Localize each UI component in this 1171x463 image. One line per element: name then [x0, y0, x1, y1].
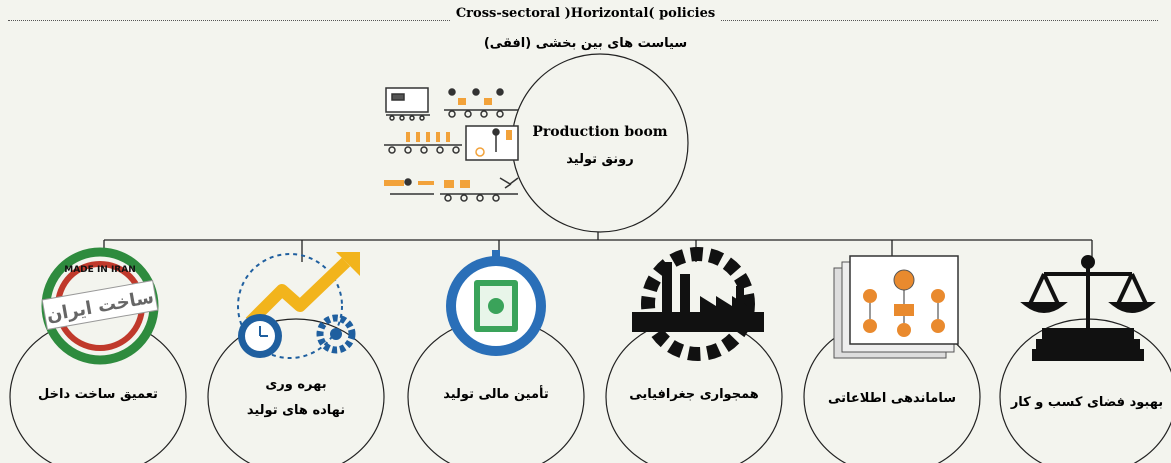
- factory-gear-icon: [632, 247, 764, 361]
- center-node: [511, 53, 689, 233]
- information-flowchart-icon: [833, 255, 959, 359]
- policy-label-productivity-line2: نهاده های تولید: [246, 403, 346, 418]
- policy-label-domestic-manufacturing: تعمیق ساخت داخل: [38, 387, 158, 402]
- svg-text:MADE IN IRAN: MADE IN IRAN: [64, 265, 135, 275]
- finance-money-icon: [446, 250, 546, 356]
- made-in-iran-stamp-icon: ساخت ایران MADE IN IRAN: [41, 247, 159, 365]
- policy-nodes: [9, 318, 1171, 463]
- policy-label-business-environment: بهبود فضای کسب و کار: [1010, 395, 1164, 410]
- title-persian: سیاست های بین بخشی (افقی): [483, 36, 688, 51]
- scales-of-justice-icon: [1020, 255, 1156, 361]
- policy-label-productivity-line1: بهره وری: [265, 377, 327, 392]
- production-line-icon: [384, 87, 519, 202]
- productivity-growth-icon: [237, 252, 360, 359]
- center-title-english: Production boom: [532, 124, 668, 140]
- policy-label-geographic-proximity: همجواری جغرافیایی: [629, 387, 759, 402]
- policy-label-information-organization: ساماندهی اطلاعاتی: [827, 391, 957, 406]
- policy-label-finance: تأمین مالی تولید: [443, 387, 549, 402]
- center-title-persian: رونق تولید: [566, 152, 634, 167]
- title-english: Cross-sectoral )Horizontal( policies: [0, 6, 1171, 21]
